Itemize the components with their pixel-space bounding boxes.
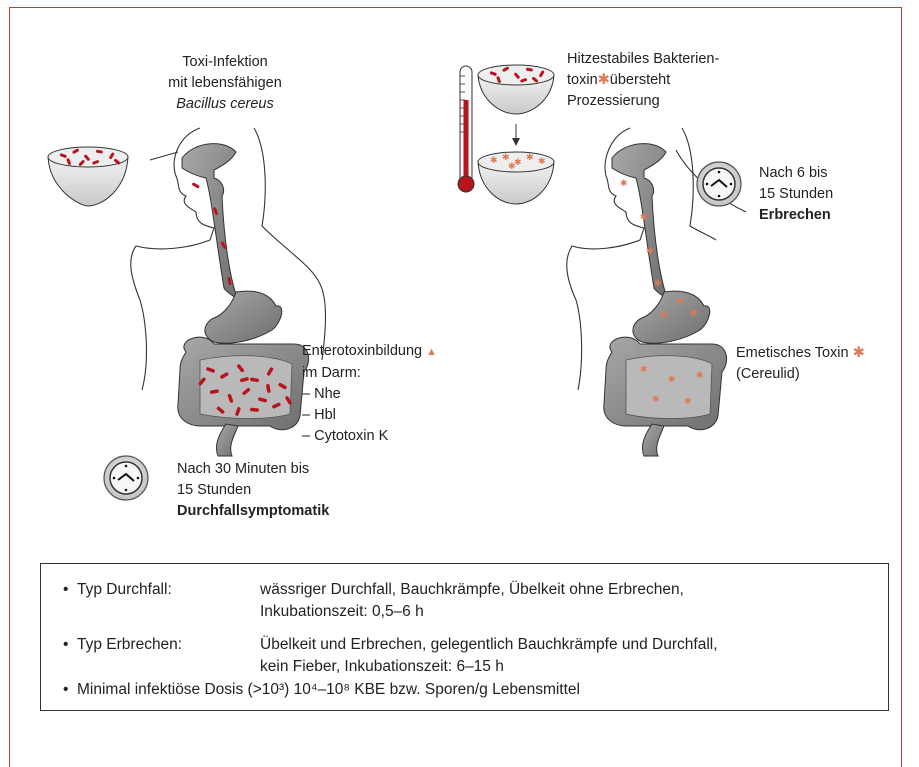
summary-row-dose: •Minimal infektiöse Dosis (>10³) 10⁴–10⁸…	[63, 679, 580, 701]
svg-text:✱: ✱	[690, 309, 698, 319]
left-title: Toxi-Infektion mit lebensfähigen Bacillu…	[150, 52, 300, 115]
summary-key-vomiting: Typ Erbrechen:	[77, 634, 260, 656]
summary-row-vomiting: •Typ Erbrechen:Übelkeit und Erbrechen, g…	[63, 634, 718, 678]
summary-key-diarrhea: Typ Durchfall:	[77, 579, 260, 601]
enterotoxin-line1: Enterotoxinbildung	[302, 343, 422, 359]
left-time-line1: Nach 30 Minuten bis	[177, 459, 329, 480]
svg-text:✱: ✱	[676, 297, 684, 307]
left-title-line1: Toxi-Infektion	[150, 52, 300, 73]
left-symptom: Durchfallsymptomatik	[177, 501, 329, 522]
svg-text:✱: ✱	[684, 397, 692, 407]
toxin-item-cytotoxin: – Cytotoxin K	[302, 426, 437, 447]
bullet: •	[63, 634, 77, 656]
svg-text:✱: ✱	[652, 395, 660, 405]
svg-text:✱: ✱	[538, 157, 546, 167]
right-time-line1: Nach 6 bis	[759, 163, 833, 184]
left-time-line2: 15 Stunden	[177, 480, 329, 501]
right-time-label: Nach 6 bis 15 Stunden Erbrechen	[759, 163, 833, 226]
svg-text:✱: ✱	[696, 371, 704, 381]
svg-text:✱: ✱	[654, 279, 662, 289]
left-time-label: Nach 30 Minuten bis 15 Stunden Durchfall…	[177, 459, 329, 522]
emetic-toxin-label: Emetisches Toxin ✱ (Cereulid)	[736, 343, 865, 385]
bullet: •	[63, 579, 77, 601]
svg-text:✱: ✱	[640, 365, 648, 375]
bullet: •	[63, 679, 77, 701]
enterotoxin-triangle-icon: ▲	[426, 346, 437, 358]
left-title-species: Bacillus cereus	[150, 94, 300, 115]
summary-val-diarrhea-line1: wässriger Durchfall, Bauchkrämpfe, Übelk…	[260, 581, 684, 598]
right-title-line1: Hitzestabiles Bakterien-	[567, 49, 719, 70]
svg-text:✱: ✱	[668, 375, 676, 385]
emetic-line1: Emetisches Toxin	[736, 345, 849, 361]
svg-text:✱: ✱	[508, 162, 516, 172]
right-title-line2b: übersteht	[610, 72, 670, 88]
svg-text:✱: ✱	[640, 213, 648, 223]
summary-val-vomiting-line1: Übelkeit und Erbrechen, gelegentlich Bau…	[260, 636, 718, 653]
toxin-item-nhe: – Nhe	[302, 384, 437, 405]
right-symptom: Erbrechen	[759, 205, 833, 226]
summary-row-diarrhea: •Typ Durchfall:wässriger Durchfall, Bauc…	[63, 579, 684, 623]
right-bowl-bacteria	[478, 65, 554, 114]
right-time-line2: 15 Stunden	[759, 184, 833, 205]
svg-text:✱: ✱	[490, 156, 498, 166]
summary-val-vomiting-line2: kein Fieber, Inkubationszeit: 6–15 h	[260, 658, 504, 675]
svg-text:✱: ✱	[526, 153, 534, 163]
right-title: Hitzestabiles Bakterien- toxin✱übersteht…	[567, 49, 719, 112]
thermometer-icon	[458, 66, 474, 192]
svg-text:✱: ✱	[620, 179, 628, 189]
right-clock-icon	[697, 162, 741, 206]
summary-val-diarrhea-line2: Inkubationszeit: 0,5–6 h	[260, 603, 424, 620]
svg-text:✱: ✱	[660, 311, 668, 321]
emetic-star-icon: ✱	[853, 345, 865, 361]
enterotoxin-label: Enterotoxinbildung ▲ im Darm: – Nhe – Hb…	[302, 341, 437, 447]
right-title-line3: Prozessierung	[567, 91, 719, 112]
summary-box: •Typ Durchfall:wässriger Durchfall, Bauc…	[40, 563, 889, 711]
right-bowl-toxin: ✱✱✱ ✱✱✱	[478, 152, 554, 204]
right-title-line2a: toxin	[567, 72, 598, 88]
left-digestive-tract	[178, 144, 309, 456]
left-food-bowl	[48, 147, 128, 206]
left-title-line2: mit lebensfähigen	[150, 73, 300, 94]
left-clock-icon	[104, 456, 148, 500]
emetic-line2: (Cereulid)	[736, 364, 865, 385]
summary-dose-text: Minimal infektiöse Dosis (>10³) 10⁴–10⁸ …	[77, 681, 580, 698]
toxin-star-icon: ✱	[598, 72, 610, 88]
toxin-item-hbl: – Hbl	[302, 405, 437, 426]
processing-arrow	[512, 124, 520, 146]
svg-text:✱: ✱	[646, 247, 654, 257]
enterotoxin-line2: im Darm:	[302, 363, 437, 384]
